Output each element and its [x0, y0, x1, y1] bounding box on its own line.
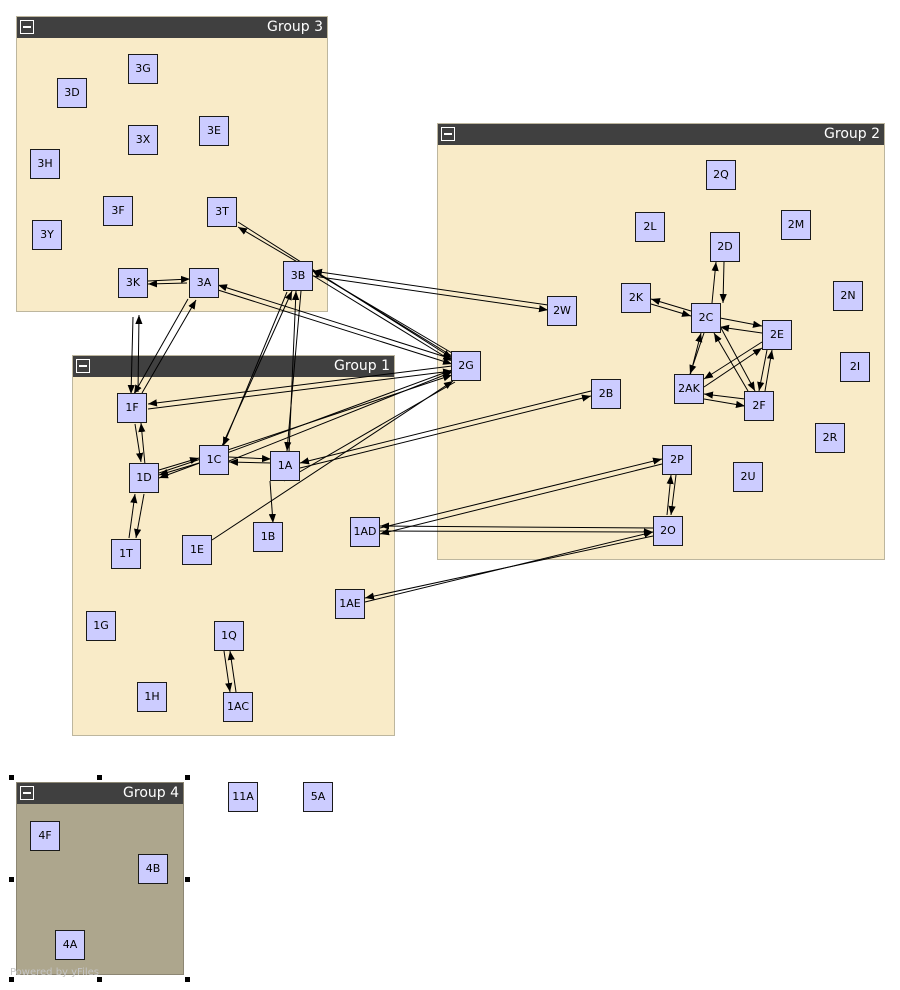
- node[interactable]: 4B: [138, 854, 168, 884]
- resize-handle[interactable]: [9, 877, 14, 882]
- resize-handle[interactable]: [97, 977, 102, 982]
- node[interactable]: 1AD: [350, 517, 380, 547]
- node[interactable]: 2B: [591, 379, 621, 409]
- node[interactable]: 1AC: [223, 692, 253, 722]
- node[interactable]: 2G: [451, 351, 481, 381]
- node[interactable]: 2I: [840, 352, 870, 382]
- node[interactable]: 1T: [111, 539, 141, 569]
- node[interactable]: 3Y: [32, 220, 62, 250]
- node[interactable]: 1G: [86, 611, 116, 641]
- node[interactable]: 4A: [55, 930, 85, 960]
- node[interactable]: 3T: [207, 197, 237, 227]
- collapse-icon[interactable]: [20, 20, 34, 34]
- node[interactable]: 2C: [691, 303, 721, 333]
- group-4-header[interactable]: Group 4: [17, 783, 183, 804]
- node[interactable]: 2M: [781, 210, 811, 240]
- group-1-title: Group 1: [334, 358, 390, 374]
- node[interactable]: 3A: [189, 268, 219, 298]
- node[interactable]: 1D: [129, 463, 159, 493]
- node[interactable]: 3F: [103, 196, 133, 226]
- group-2[interactable]: Group 2: [437, 123, 885, 560]
- node[interactable]: 2L: [635, 212, 665, 242]
- node[interactable]: 2U: [733, 462, 763, 492]
- node[interactable]: 1Q: [214, 621, 244, 651]
- node[interactable]: 2D: [710, 232, 740, 262]
- node[interactable]: 1E: [182, 535, 212, 565]
- collapse-icon[interactable]: [20, 786, 34, 800]
- resize-handle[interactable]: [97, 775, 102, 780]
- collapse-icon[interactable]: [441, 127, 455, 141]
- watermark: Powered by yFiles: [10, 967, 99, 978]
- node[interactable]: 3G: [128, 54, 158, 84]
- node[interactable]: 3D: [57, 78, 87, 108]
- node[interactable]: 2E: [762, 320, 792, 350]
- node[interactable]: 3H: [30, 149, 60, 179]
- node[interactable]: 1H: [137, 682, 167, 712]
- group-3-header[interactable]: Group 3: [17, 17, 327, 38]
- group-2-title: Group 2: [824, 126, 880, 142]
- node[interactable]: 2R: [815, 423, 845, 453]
- node[interactable]: 5A: [303, 782, 333, 812]
- node[interactable]: 2Q: [706, 160, 736, 190]
- node[interactable]: 3X: [128, 125, 158, 155]
- node[interactable]: 4F: [30, 821, 60, 851]
- node[interactable]: 2P: [662, 445, 692, 475]
- collapse-icon[interactable]: [76, 359, 90, 373]
- group-4-title: Group 4: [123, 785, 179, 801]
- node[interactable]: 3E: [199, 116, 229, 146]
- group-3[interactable]: Group 3: [16, 16, 328, 312]
- node[interactable]: 1B: [253, 522, 283, 552]
- node[interactable]: 2F: [744, 391, 774, 421]
- node[interactable]: 3B: [283, 261, 313, 291]
- resize-handle[interactable]: [185, 877, 190, 882]
- node[interactable]: 1F: [117, 393, 147, 423]
- node[interactable]: 1C: [199, 445, 229, 475]
- edge-arrow[interactable]: [311, 274, 453, 362]
- node[interactable]: 2W: [547, 296, 577, 326]
- node[interactable]: 2N: [833, 281, 863, 311]
- node[interactable]: 2K: [621, 283, 651, 313]
- resize-handle[interactable]: [9, 775, 14, 780]
- group-2-header[interactable]: Group 2: [438, 124, 884, 145]
- node[interactable]: 1A: [270, 451, 300, 481]
- node[interactable]: 3K: [118, 268, 148, 298]
- group-1-header[interactable]: Group 1: [73, 356, 394, 377]
- node[interactable]: 2AK: [674, 374, 704, 404]
- node[interactable]: 11A: [228, 782, 258, 812]
- node[interactable]: 1AE: [335, 589, 365, 619]
- resize-handle[interactable]: [185, 977, 190, 982]
- node[interactable]: 2O: [653, 516, 683, 546]
- resize-handle[interactable]: [185, 775, 190, 780]
- resize-handle[interactable]: [9, 977, 14, 982]
- edge-arrow[interactable]: [311, 269, 453, 357]
- group-3-title: Group 3: [267, 19, 323, 35]
